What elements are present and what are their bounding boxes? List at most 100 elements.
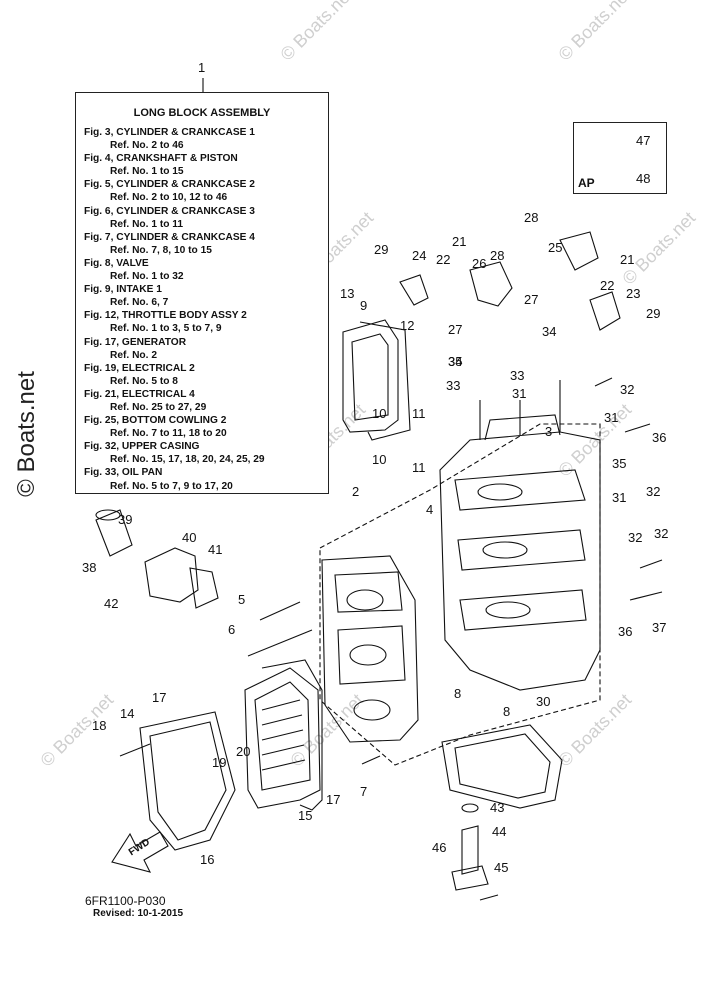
reference-fig-6: Fig. 9, INTAKE 1 [84,284,162,296]
callout-31: 31 [512,386,527,401]
callout-17: 17 [152,690,167,705]
callout-32: 32 [646,484,661,499]
reference-fig-12: Fig. 32, UPPER CASING [84,441,200,453]
oil-strainer [451,803,489,891]
callout-18: 18 [92,718,107,733]
callout-10: 10 [372,406,387,421]
callout-46: 46 [432,840,447,855]
callout-33: 33 [510,368,525,383]
oil-pan-gasket [441,724,563,809]
callout-36: 36 [618,624,633,639]
reference-fig-8: Fig. 17, GENERATOR [84,336,187,348]
callout-28: 28 [524,210,539,225]
long-block-reference-box: LONG BLOCK ASSEMBLY Fig. 3, CYLINDER & C… [75,92,329,494]
callout-14: 14 [120,706,135,721]
reference-fig-7: Fig. 12, THROTTLE BODY ASSY 2 [84,310,247,322]
callout-47: 47 [636,133,651,148]
callout-31: 31 [604,410,619,425]
reference-fig-3: Fig. 6, CYLINDER & CRANKCASE 3 [84,205,255,217]
callout-48: 48 [636,171,651,186]
callout-22: 22 [436,252,451,267]
callout-44: 44 [492,824,507,839]
callout-3: 3 [545,424,553,439]
callout-1: 1 [198,60,206,75]
reference-ref-9: Ref. No. 5 to 8 [110,375,178,387]
reference-fig-10: Fig. 21, ELECTRICAL 4 [84,388,195,400]
callout-11: 11 [412,406,426,421]
callout-23: 23 [626,286,641,301]
callout-13: 13 [340,286,355,301]
callout-6: 6 [228,622,236,637]
callout-34: 34 [542,324,557,339]
reference-list: Fig. 3, CYLINDER & CRANKCASE 1 Ref. No. 2… [84,126,265,493]
callout-36: 36 [652,430,667,445]
reference-fig-11: Fig. 25, BOTTOM COWLING 2 [84,415,227,427]
reference-ref-8: Ref. No. 2 [110,349,157,361]
callout-17: 17 [326,792,341,807]
reference-ref-12: Ref. No. 15, 17, 18, 20, 24, 25, 29 [110,454,265,466]
callout-31: 31 [612,490,627,505]
side-watermark: © Boats.net [12,371,40,497]
reference-ref-5: Ref. No. 1 to 32 [110,271,184,283]
callout-19: 19 [212,755,227,770]
callout-34: 34 [448,354,463,369]
callout-29: 29 [374,242,389,257]
reference-ref-1: Ref. No. 1 to 15 [110,166,184,178]
callout-26: 26 [472,256,487,271]
callout-37: 37 [652,620,667,635]
callout-32: 32 [654,526,669,541]
exhaust-cover [342,319,411,441]
reference-fig-2: Fig. 5, CYLINDER & CRANKCASE 2 [84,179,255,191]
callout-7: 7 [360,784,368,799]
reference-fig-0: Fig. 3, CYLINDER & CRANKCASE 1 [84,127,255,138]
callout-21: 21 [620,252,635,267]
reference-fig-1: Fig. 4, CRANKSHAFT & PISTON [84,153,238,165]
reference-ref-13: Ref. No. 5 to 7, 9 to 17, 20 [110,480,233,492]
reference-ref-6: Ref. No. 6, 7 [110,297,169,309]
callout-5: 5 [238,592,246,607]
callout-41: 41 [208,542,223,557]
filter-bracket [144,547,219,609]
assembly-dashed-outline [319,423,601,766]
callout-30: 30 [536,694,551,709]
reference-ref-11: Ref. No. 7 to 11, 18 to 20 [110,428,227,440]
callout-8: 8 [503,704,511,719]
reference-ref-2: Ref. No. 2 to 10, 12 to 46 [110,192,228,204]
reference-ref-7: Ref. No. 1 to 3, 5 to 7, 9 [110,323,222,335]
oil-filter [95,509,133,557]
crankcase-block [439,380,601,691]
callout-27: 27 [448,322,463,337]
callout-28: 28 [490,248,505,263]
callout-21: 21 [452,234,467,249]
callout-20: 20 [236,744,251,759]
callout-27: 27 [524,292,539,307]
callout-32: 32 [628,530,643,545]
reference-fig-13: Fig. 33, OIL PAN [84,467,163,479]
reference-fig-4: Fig. 7, CYLINDER & CRANKCASE 4 [84,231,255,243]
callout-22: 22 [600,278,615,293]
reference-ref-0: Ref. No. 2 to 46 [110,140,184,152]
reference-ref-10: Ref. No. 25 to 27, 29 [110,401,207,413]
cylinder-head [321,555,419,743]
callout-16: 16 [200,852,215,867]
bolts [119,377,663,901]
callout-4: 4 [426,502,434,517]
callout-33: 33 [446,378,461,393]
reference-box-title: LONG BLOCK ASSEMBLY [133,107,271,119]
callout-38: 38 [82,560,97,575]
callout-15: 15 [298,808,313,823]
callout-45: 45 [494,860,509,875]
callout-29: 29 [646,306,661,321]
reference-ref-4: Ref. No. 7, 8, 10 to 15 [110,244,212,256]
callout-9: 9 [360,298,368,313]
callout-25: 25 [548,240,563,255]
fwd-arrow-icon [111,831,169,873]
cover-gasket [261,659,323,811]
callout-42: 42 [104,596,119,611]
callout-35: 35 [448,354,463,369]
thermostat-cover [399,231,621,331]
callout-12: 12 [400,318,415,333]
cylinder-head-cover [244,667,321,809]
ap-inset-box: AP 47 48 [573,122,667,194]
reference-fig-5: Fig. 8, VALVE [84,257,149,269]
